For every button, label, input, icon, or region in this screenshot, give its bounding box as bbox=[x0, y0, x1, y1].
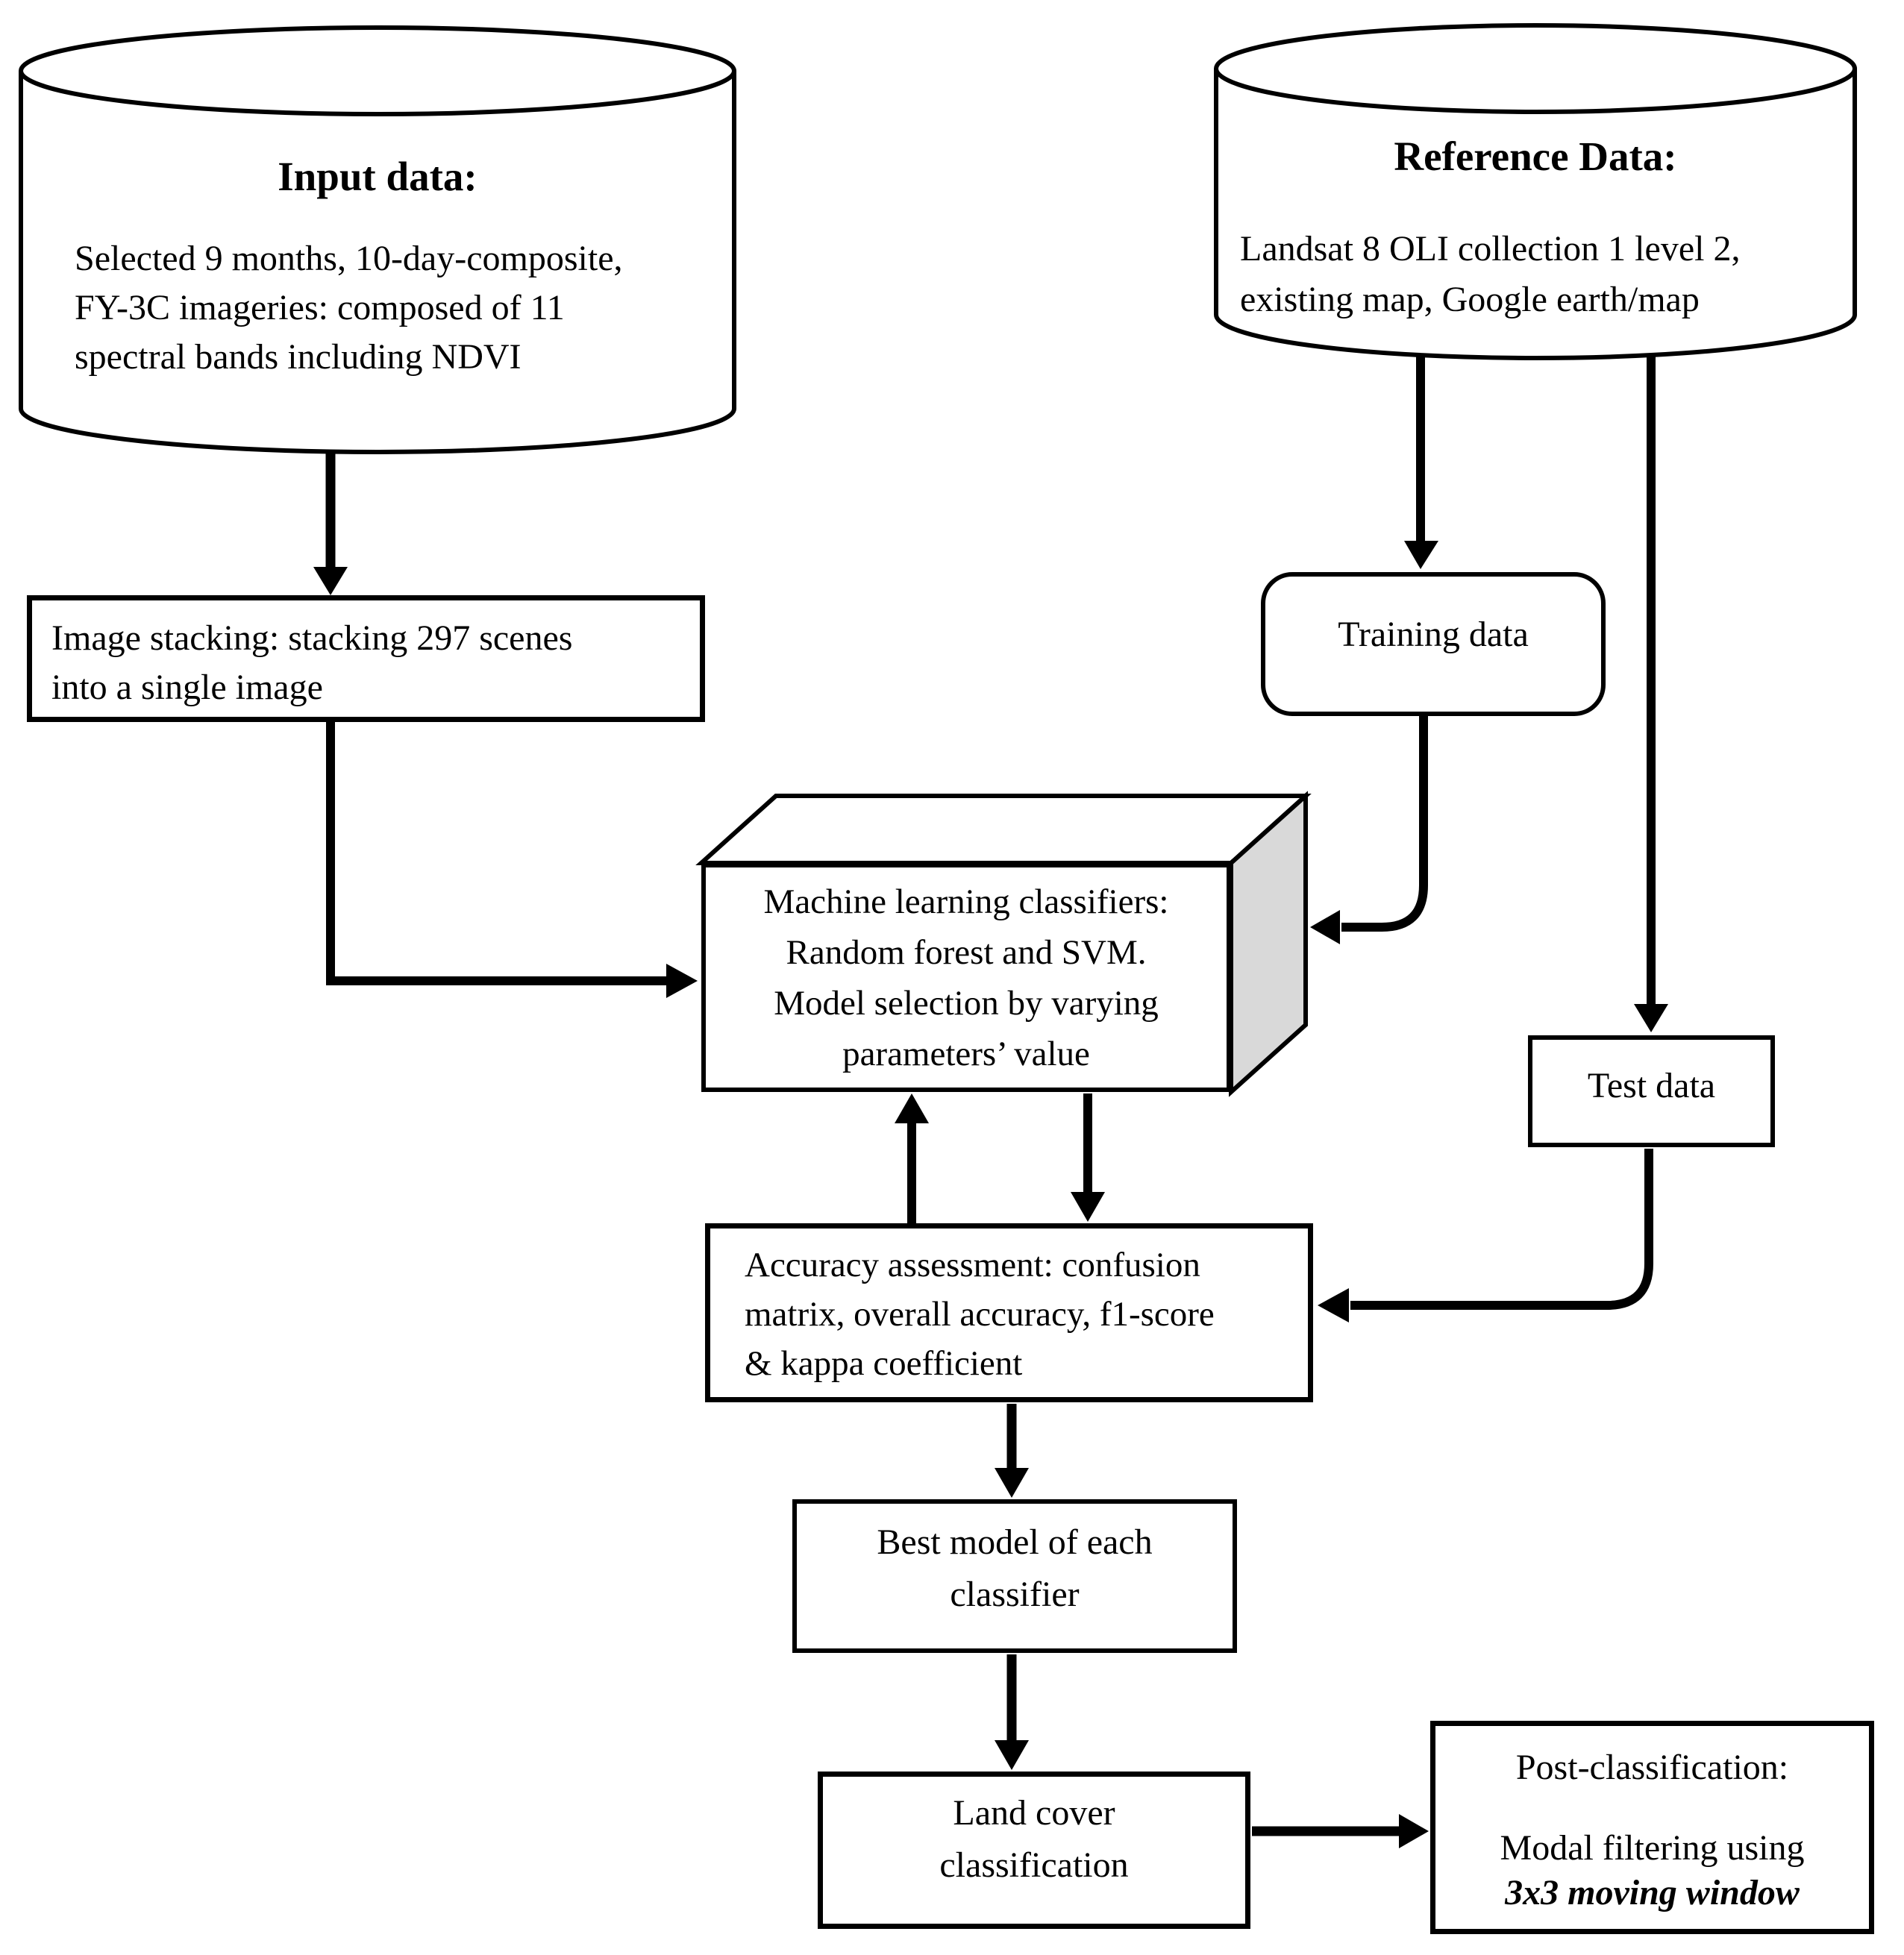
land-cover-line: Land cover bbox=[953, 1792, 1115, 1833]
training-data-box: Training data bbox=[1261, 572, 1606, 716]
ml-line: Machine learning classifiers: bbox=[763, 882, 1169, 921]
input-data-line: FY-3C imageries: composed of 11 bbox=[75, 288, 565, 327]
post-classification-box: Post-classification: Modal filtering usi… bbox=[1430, 1721, 1874, 1934]
test-data-box: Test data bbox=[1528, 1035, 1775, 1147]
ml-line: Model selection by varying bbox=[774, 983, 1159, 1023]
post-classification-title: Post-classification: bbox=[1515, 1748, 1789, 1787]
best-model-line: Best model of each bbox=[877, 1522, 1153, 1562]
input-data-cylinder-shape bbox=[19, 25, 736, 454]
accuracy-assessment-box: Accuracy assessment: confusion matrix, o… bbox=[705, 1223, 1313, 1402]
arrow-accuracy-to-ml-up bbox=[895, 1093, 929, 1223]
arrow-test-to-accuracy bbox=[1318, 1149, 1653, 1322]
accuracy-line: Accuracy assessment: confusion bbox=[745, 1246, 1200, 1284]
test-data-label: Test data bbox=[1587, 1066, 1716, 1105]
post-classification-line: Modal filtering using bbox=[1500, 1828, 1805, 1868]
input-data-title: Input data: bbox=[278, 154, 477, 199]
arrow-reference-to-training bbox=[1404, 357, 1438, 569]
image-stacking-line: into a single image bbox=[51, 668, 323, 707]
arrow-input-to-stacking bbox=[313, 452, 348, 595]
training-data-label: Training data bbox=[1338, 614, 1529, 654]
land-cover-line: classification bbox=[939, 1845, 1129, 1885]
land-cover-box: Land cover classification bbox=[818, 1772, 1250, 1929]
post-classification-line-emphasis: 3x3 moving window bbox=[1505, 1873, 1800, 1912]
reference-data-line: Landsat 8 OLI collection 1 level 2, bbox=[1240, 229, 1741, 269]
accuracy-line: matrix, overall accuracy, f1-score bbox=[745, 1295, 1215, 1334]
reference-data-line: existing map, Google earth/map bbox=[1240, 280, 1700, 319]
image-stacking-box: Image stacking: stacking 297 scenes into… bbox=[27, 595, 705, 722]
accuracy-line: & kappa coefficient bbox=[745, 1344, 1023, 1383]
ml-line: parameters’ value bbox=[842, 1034, 1090, 1073]
image-stacking-line: Image stacking: stacking 297 scenes bbox=[51, 618, 573, 658]
arrow-best-to-landcover bbox=[995, 1654, 1029, 1770]
arrow-training-to-ml bbox=[1310, 716, 1428, 944]
best-model-box: Best model of each classifier bbox=[792, 1499, 1237, 1653]
input-data-line: spectral bands including NDVI bbox=[75, 337, 522, 377]
input-data-line: Selected 9 months, 10-day-composite, bbox=[75, 239, 623, 278]
reference-data-cylinder-shape bbox=[1214, 23, 1857, 360]
best-model-line: classifier bbox=[950, 1575, 1080, 1614]
ml-line: Random forest and SVM. bbox=[786, 932, 1147, 972]
arrow-reference-to-test bbox=[1634, 357, 1668, 1032]
reference-data-body: Landsat 8 OLI collection 1 level 2, exis… bbox=[1240, 224, 1844, 325]
input-data-body: Selected 9 months, 10-day-composite, FY-… bbox=[75, 234, 724, 382]
reference-data-title: Reference Data: bbox=[1394, 134, 1677, 179]
ml-classifiers-box: Machine learning classifiers: Random for… bbox=[701, 863, 1231, 1092]
arrow-landcover-to-post bbox=[1252, 1814, 1429, 1848]
arrow-accuracy-to-best bbox=[995, 1404, 1029, 1498]
arrow-stacking-to-ml bbox=[326, 722, 698, 998]
arrow-ml-to-accuracy-down bbox=[1071, 1093, 1105, 1222]
